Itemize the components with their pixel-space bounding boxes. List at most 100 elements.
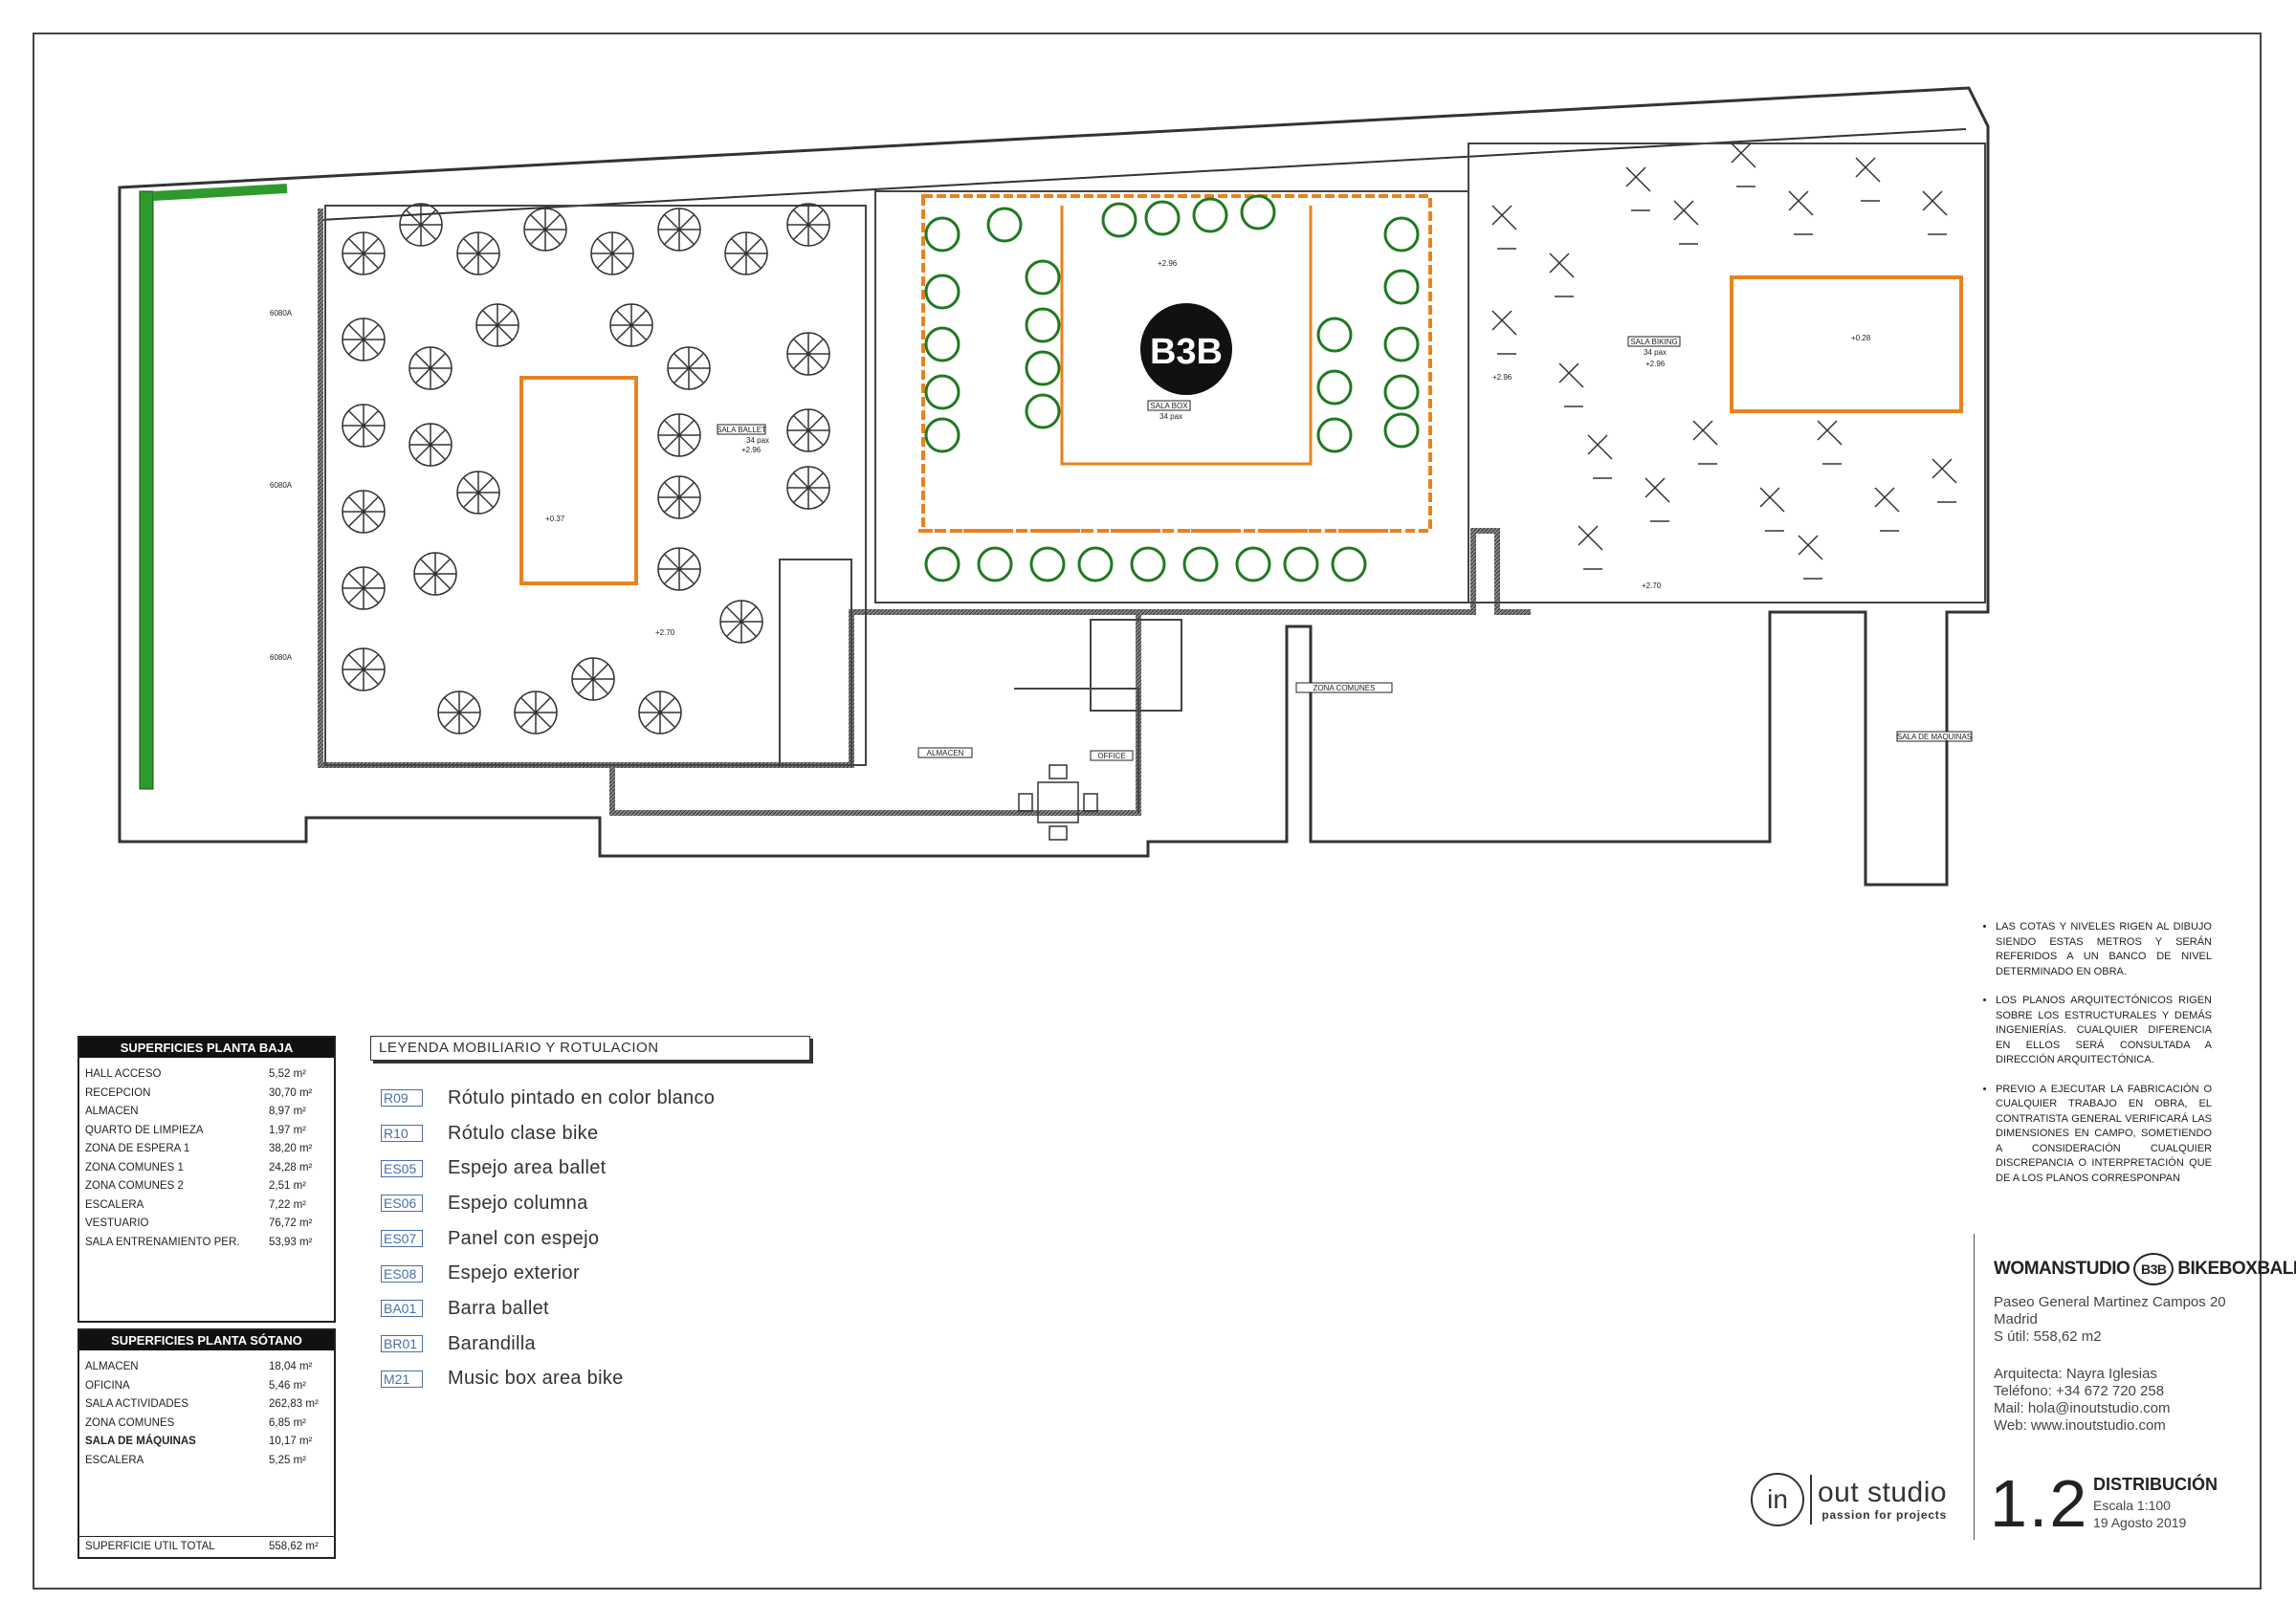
address-line-2: Madrid <box>1994 1311 2038 1327</box>
level-mark-2: +2.70 <box>655 628 675 637</box>
studio-logo-name: out studio <box>1818 1477 1948 1508</box>
architect-name: Arquitecta: Nayra Iglesias <box>1994 1366 2157 1382</box>
row-name: ALMACEN <box>85 1106 139 1117</box>
row-value: 18,04 m² <box>269 1361 313 1372</box>
room-labels: SALA BALLET 34 pax +2.96 SALA BOX 34 pax… <box>270 259 1973 761</box>
level-mark-5: +2.70 <box>1642 581 1662 590</box>
row-value: 5,25 m² <box>269 1454 306 1466</box>
note-item: LAS COTAS Y NIVELES RIGEN AL DIBUJO SIEN… <box>1996 920 2212 979</box>
legend-item: ES07 Panel con espejo <box>381 1221 715 1257</box>
legend-desc: Panel con espejo <box>448 1227 600 1249</box>
table-row: ZONA COMUNES 2 2,51 m² <box>79 1177 334 1196</box>
row-value: 24,28 m² <box>269 1161 313 1173</box>
sheet-date: 19 Agosto 2019 <box>2093 1515 2187 1530</box>
legend-code: ES05 <box>381 1159 423 1177</box>
row-value: 8,97 m² <box>269 1106 306 1117</box>
room-label-box: SALA BOX <box>1150 402 1188 410</box>
room-pax-biking: 34 pax <box>1644 348 1667 357</box>
area-table-planta-sotano: SUPERFICIES PLANTA SÓTANO ALMACEN 18,04 m… <box>77 1328 336 1537</box>
row-name: SALA ENTRENAMIENTO PER. <box>85 1236 240 1248</box>
row-value: 10,17 m² <box>269 1436 313 1447</box>
green-planter <box>139 184 288 790</box>
row-name: SALA ACTIVIDADES <box>85 1398 189 1410</box>
row-value: 5,46 m² <box>269 1379 306 1392</box>
row-name: ZONA COMUNES <box>85 1416 175 1429</box>
area-table-planta-sotano-title: SUPERFICIES PLANTA SÓTANO <box>79 1330 334 1350</box>
room-level-ballet: +2.96 <box>741 446 762 454</box>
row-name: ZONA DE ESPERA 1 <box>85 1143 190 1154</box>
table-row: RECEPCION 30,70 m² <box>79 1085 334 1104</box>
row-name: OFICINA <box>85 1379 130 1392</box>
table-row: ALMACEN 8,97 m² <box>79 1103 334 1122</box>
area-total-value: 558,62 m² <box>269 1541 319 1552</box>
room-label-biking: SALA BIKING <box>1630 338 1677 346</box>
row-value: 262,83 m² <box>269 1398 319 1410</box>
drawing-frame <box>33 33 2262 1590</box>
room-label-office: OFFICE <box>1097 752 1125 760</box>
row-value: 7,22 m² <box>269 1198 306 1211</box>
ballet-equipment <box>342 203 830 735</box>
room-label-zona-comunes: ZONA COMUNES <box>1314 684 1376 692</box>
row-name: ESCALERA <box>85 1454 144 1466</box>
level-mark-3: +2.96 <box>1492 373 1512 382</box>
legend-code: ES07 <box>381 1230 423 1248</box>
studio-logo-in: in <box>1751 1473 1804 1526</box>
row-value: 2,51 m² <box>269 1180 306 1192</box>
row-name: HALL ACCESO <box>85 1068 162 1080</box>
legend-item: R09 Rótulo pintado en color blanco <box>381 1081 715 1116</box>
area-table-planta-baja-title: SUPERFICIES PLANTA BAJA <box>79 1038 334 1058</box>
room-pax-box: 34 pax <box>1159 412 1182 421</box>
row-name: ZONA COMUNES 1 <box>85 1161 184 1173</box>
row-name: QUARTO DE LIMPIEZA <box>85 1124 204 1136</box>
legend-code: M21 <box>381 1370 423 1388</box>
note-item: LOS PLANOS ARQUITECTÓNICOS RIGEN SOBRE L… <box>1996 994 2212 1068</box>
row-value: 30,70 m² <box>269 1086 313 1099</box>
legend-desc: Rótulo pintado en color blanco <box>448 1086 716 1108</box>
room-level-biking: +2.96 <box>1645 360 1666 368</box>
row-name: ALMACEN <box>85 1361 139 1372</box>
room-level-box: +2.96 <box>1158 259 1178 268</box>
brand-logo: WOMANSTUDIO B3B BIKEBOXBALLET <box>1994 1253 2296 1285</box>
legend-desc: Espejo area ballet <box>448 1157 607 1179</box>
table-row: OFICINA 5,46 m² <box>79 1377 334 1396</box>
area-total-label: SUPERFICIE UTIL TOTAL <box>85 1541 215 1552</box>
project-address: Paseo General Martinez Campos 20 Madrid … <box>1994 1294 2226 1346</box>
floor-logo: B3B <box>1140 303 1232 395</box>
side-label-1: 6080A <box>270 309 293 318</box>
brand-mid: B3B <box>2133 1253 2175 1285</box>
row-name: VESTUARIO <box>85 1217 149 1229</box>
legend-desc: Espejo columna <box>448 1192 588 1214</box>
table-row: ALMACEN 18,04 m² <box>79 1358 334 1377</box>
legend-code: R09 <box>381 1089 423 1108</box>
side-label-3: 6080A <box>270 653 293 662</box>
general-notes: LAS COTAS Y NIVELES RIGEN AL DIBUJO SIEN… <box>1976 920 2212 1200</box>
legend-code: ES08 <box>381 1264 423 1283</box>
table-row: ESCALERA 5,25 m² <box>79 1452 334 1471</box>
table-row: SALA ENTRENAMIENTO PER.53,93 m² <box>79 1234 334 1253</box>
sheet-scale: Escala 1:100 <box>2093 1498 2171 1513</box>
row-name: ZONA COMUNES 2 <box>85 1180 184 1192</box>
legend-item: ES05 Espejo area ballet <box>381 1151 715 1186</box>
row-name: RECEPCION <box>85 1086 151 1099</box>
room-label-almacen: ALMACEN <box>927 749 964 757</box>
legend-code: BR01 <box>381 1335 423 1353</box>
architect-contact: Arquitecta: Nayra Iglesias Teléfono: +34… <box>1994 1366 2170 1435</box>
room-pax-ballet: 34 pax <box>746 436 769 445</box>
legend-desc: Barra ballet <box>448 1297 549 1319</box>
note-item: PREVIO A EJECUTAR LA FABRICACIÓN O CUALQ… <box>1996 1083 2212 1187</box>
room-label-ballet: SALA BALLET <box>717 426 766 434</box>
